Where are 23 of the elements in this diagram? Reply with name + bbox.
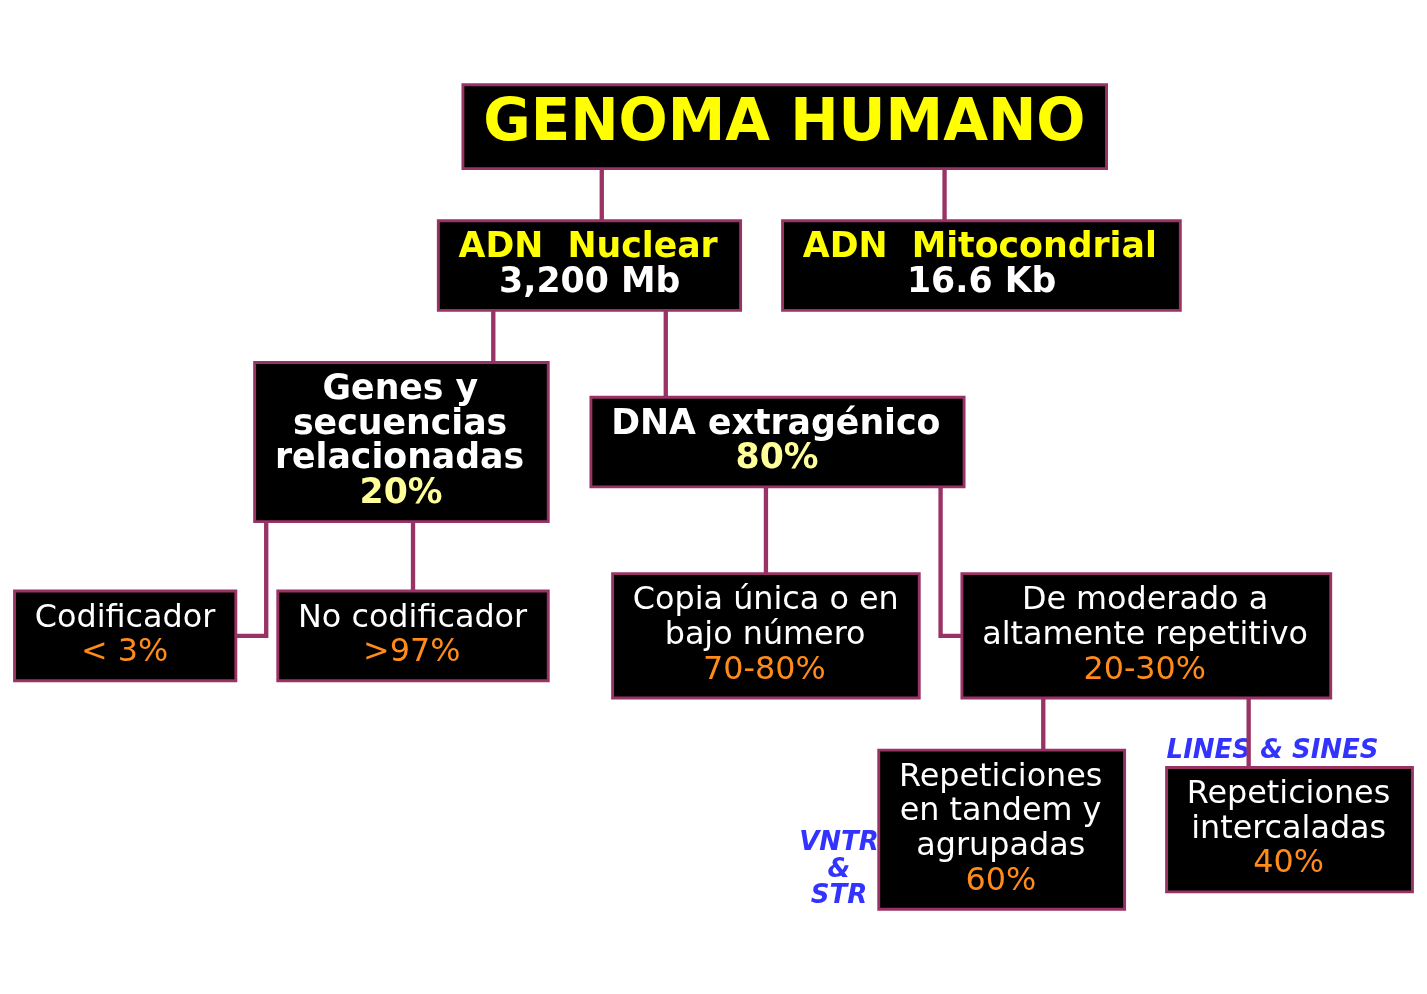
connector bbox=[1041, 698, 1046, 750]
connector bbox=[410, 522, 416, 591]
connector bbox=[1246, 698, 1251, 768]
connector bbox=[599, 168, 604, 221]
node-box: De moderado a altamente repetitivo 20-30% bbox=[960, 572, 1333, 700]
connector bbox=[491, 310, 496, 363]
node-box: DNA extragénico 80% bbox=[589, 395, 966, 489]
connector bbox=[763, 487, 769, 574]
node-box: No codificador >97% bbox=[276, 589, 550, 683]
connector bbox=[663, 310, 668, 398]
connector bbox=[942, 168, 947, 221]
connector bbox=[236, 522, 269, 638]
node-box: Copia única o en bajo número 70-80% bbox=[611, 572, 921, 700]
node-box: Repeticiones intercaladas 40% bbox=[1165, 766, 1414, 894]
node-box: Codificador < 3% bbox=[13, 589, 238, 683]
node-box: Repeticiones en tandem y agrupadas 60% bbox=[877, 748, 1127, 911]
connector bbox=[938, 487, 962, 638]
node-box: Genes y secuencias relacionadas 20% bbox=[253, 361, 550, 524]
node-label: LINES & SINES bbox=[1166, 733, 1379, 764]
node-label: VNTR & STR bbox=[799, 826, 879, 909]
node-box: ADN Mitocondrial 16.6 Kb bbox=[781, 219, 1182, 312]
node-box: ADN Nuclear 3,200 Mb bbox=[436, 219, 743, 312]
node-box: GENOMA HUMANO bbox=[461, 83, 1108, 171]
